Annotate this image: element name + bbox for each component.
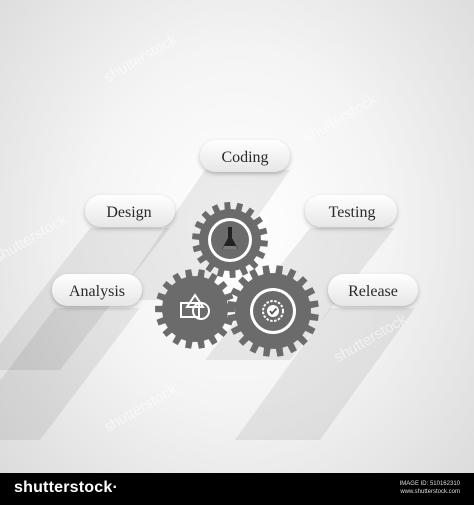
step-design: Design (85, 195, 175, 227)
step-coding-label: Coding (221, 149, 268, 166)
flask-icon (222, 227, 238, 249)
step-analysis-label: Analysis (69, 283, 125, 300)
footer-site: www.shutterstock.com (400, 489, 460, 495)
step-analysis: Analysis (52, 274, 142, 306)
footer-brand-name: shutterstock (14, 479, 113, 496)
step-release-label: Release (348, 283, 398, 300)
step-release: Release (328, 274, 418, 306)
step-testing: Testing (305, 195, 397, 227)
gear-left (155, 269, 235, 349)
sdlc-diagram: Coding Design Testing Analysis Release (0, 140, 418, 440)
footer-brand-suffix: · (112, 479, 118, 496)
footer-brand: shutterstock· (14, 479, 118, 497)
gear-left-body (155, 269, 235, 349)
check-badge-icon (262, 300, 284, 322)
footer-image-id: IMAGE ID: 510162310 www.shutterstock.com (400, 480, 460, 496)
footer-bar: shutterstock· IMAGE ID: 510162310 www.sh… (0, 473, 474, 505)
step-design-label: Design (106, 204, 151, 221)
shapes-icon (180, 293, 210, 320)
step-coding: Coding (200, 140, 290, 172)
footer-image-id-label: IMAGE ID: 510162310 (399, 481, 460, 487)
step-testing-label: Testing (329, 204, 376, 221)
